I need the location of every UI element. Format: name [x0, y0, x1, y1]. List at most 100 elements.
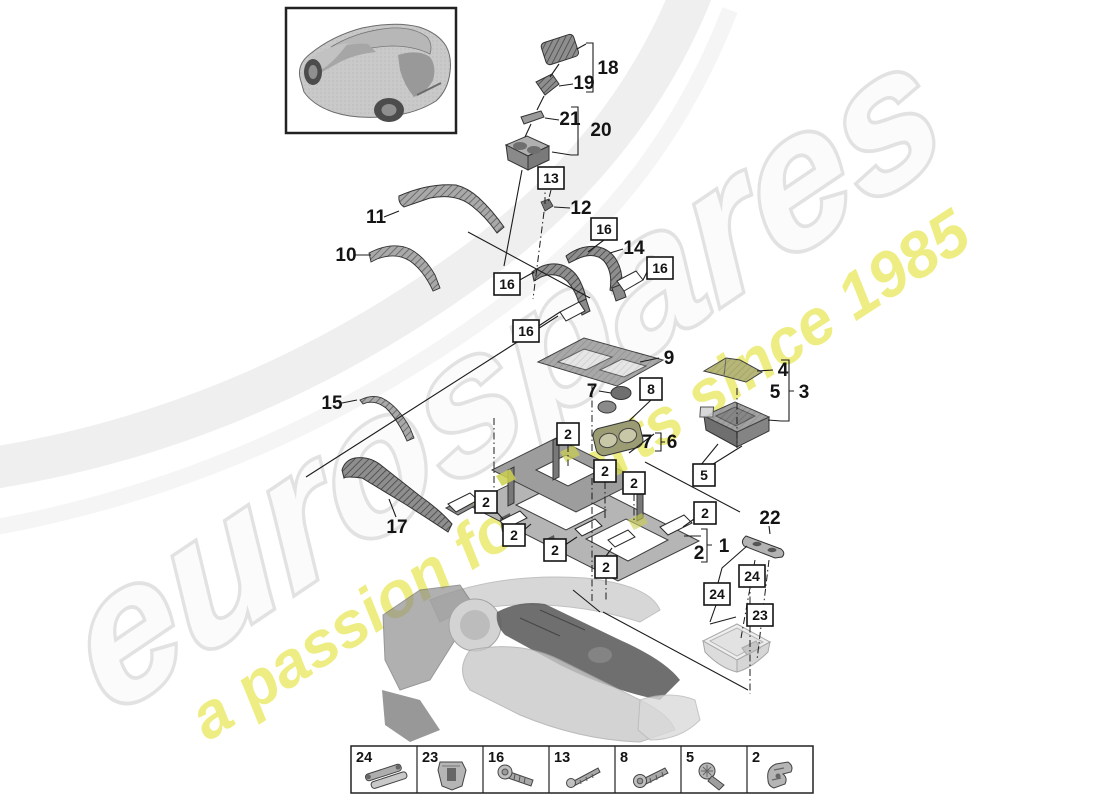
boxed-callout-16: 16 [493, 272, 521, 296]
part-15-trim-strip [359, 395, 415, 442]
console-spine [496, 603, 680, 700]
spring-clip-icon [437, 761, 467, 791]
console-detail-lines [519, 609, 586, 637]
svg-text:5: 5 [686, 750, 694, 766]
countersunk-screw-icon [698, 762, 725, 791]
callout-22: 22 [759, 508, 780, 529]
boxed-callout-8: 8 [639, 377, 663, 401]
legend-cell-8: 8 [620, 750, 669, 788]
svg-text:8: 8 [647, 381, 655, 397]
group-brackets [571, 42, 794, 563]
boxed-callout-16: 16 [590, 217, 618, 241]
part-19-insert [535, 73, 560, 96]
callout-21: 21 [559, 109, 581, 130]
legend-cell-13: 13 [554, 750, 601, 788]
svg-text:2: 2 [510, 527, 518, 543]
svg-text:23: 23 [752, 607, 768, 623]
part-22-bracket [741, 535, 785, 559]
callout-19: 19 [573, 73, 594, 94]
part-20-cupholder [504, 135, 551, 171]
part-17-trim-strip [341, 457, 453, 533]
boxed-callout-2: 2 [556, 422, 580, 446]
watermark-swoosh [0, 0, 712, 489]
part-23-tray [701, 623, 772, 673]
spring-nut-clip-icon [767, 761, 793, 789]
part-11-trim-strip [398, 184, 505, 234]
watermark-brand-text: eurospares [41, 0, 970, 755]
callout-11: 11 [366, 207, 387, 228]
callouts: 18 19 21 20 12 11 10 14 9 7 4 5 3 7 6 15… [321, 58, 809, 627]
part-16-trim-strip [531, 263, 588, 309]
legend-cell-16: 16 [488, 750, 534, 787]
callout-15: 15 [321, 393, 343, 414]
svg-text:16: 16 [488, 750, 504, 766]
callout-9: 9 [664, 348, 675, 369]
console-armrest [637, 694, 701, 741]
legend-frame [350, 745, 814, 794]
part-7-caps [597, 386, 632, 414]
svg-text:2: 2 [630, 475, 638, 491]
svg-text:16: 16 [596, 221, 612, 237]
boxed-callout-5: 5 [692, 463, 716, 487]
boxed-callout-2: 2 [594, 555, 618, 579]
boxed-callout-2: 2 [543, 538, 567, 562]
boxed-callout-23: 23 [746, 603, 774, 627]
svg-text:5: 5 [700, 467, 708, 483]
part-21-trim [520, 110, 545, 125]
callout-6: 6 [667, 432, 678, 453]
boxed-callout-16: 16 [512, 319, 540, 343]
car-taillight [416, 82, 442, 96]
part-drawings [341, 33, 785, 673]
callout-4: 4 [778, 360, 789, 381]
part-3-storage-box [699, 401, 771, 448]
part-12-clip [540, 198, 554, 212]
car-rear-rim [381, 104, 397, 116]
callout-12: 12 [570, 198, 591, 219]
legend-cell-5: 5 [686, 750, 725, 791]
watermark-swoosh [0, 7, 738, 535]
svg-text:23: 23 [422, 750, 438, 766]
boxed-callout-2: 2 [622, 471, 646, 495]
vehicle-thumbnail [284, 6, 458, 135]
svg-text:24: 24 [356, 750, 372, 766]
part-18-cover [540, 33, 580, 66]
callout-1: 1 [719, 536, 730, 557]
boxed-callout-13: 13 [537, 166, 565, 190]
long-screw-icon [566, 767, 601, 788]
boxed-callout-2: 2 [502, 523, 526, 547]
boxed-callout-16: 16 [646, 256, 674, 280]
boxed-callout-2: 2 [693, 501, 717, 525]
fastener-legend: 24 23 16 13 [350, 745, 814, 794]
console-assembly-overview [382, 576, 701, 743]
legend-dividers [416, 746, 748, 793]
position-flag [607, 529, 636, 548]
svg-text:8: 8 [620, 750, 628, 766]
svg-text:13: 13 [543, 170, 559, 186]
car-rear-glass [398, 52, 435, 97]
boxed-callout-2: 2 [474, 490, 498, 514]
position-flag [559, 301, 586, 322]
car-front-rim [308, 65, 318, 79]
boxed-callout-24: 24 [738, 564, 766, 588]
svg-text:2: 2 [551, 542, 559, 558]
svg-text:2: 2 [564, 426, 572, 442]
callout-7-lower: 7 [642, 432, 653, 453]
callout-2: 2 [694, 543, 705, 564]
svg-text:24: 24 [709, 586, 725, 602]
boxed-callout-2: 2 [593, 459, 617, 483]
frame-highlight [496, 469, 516, 486]
svg-text:16: 16 [518, 323, 534, 339]
pan-head-screw-icon [633, 767, 669, 788]
guide-rail-icon [364, 763, 408, 789]
svg-text:16: 16 [499, 276, 515, 292]
part-10-trim-strip [368, 245, 441, 292]
car-side-glass [316, 43, 376, 72]
svg-text:16: 16 [652, 260, 668, 276]
callout-5: 5 [770, 382, 781, 403]
callout-18: 18 [597, 58, 618, 79]
legend-cell-23: 23 [422, 750, 467, 791]
callout-7-upper: 7 [587, 381, 598, 402]
callout-10: 10 [335, 245, 356, 266]
